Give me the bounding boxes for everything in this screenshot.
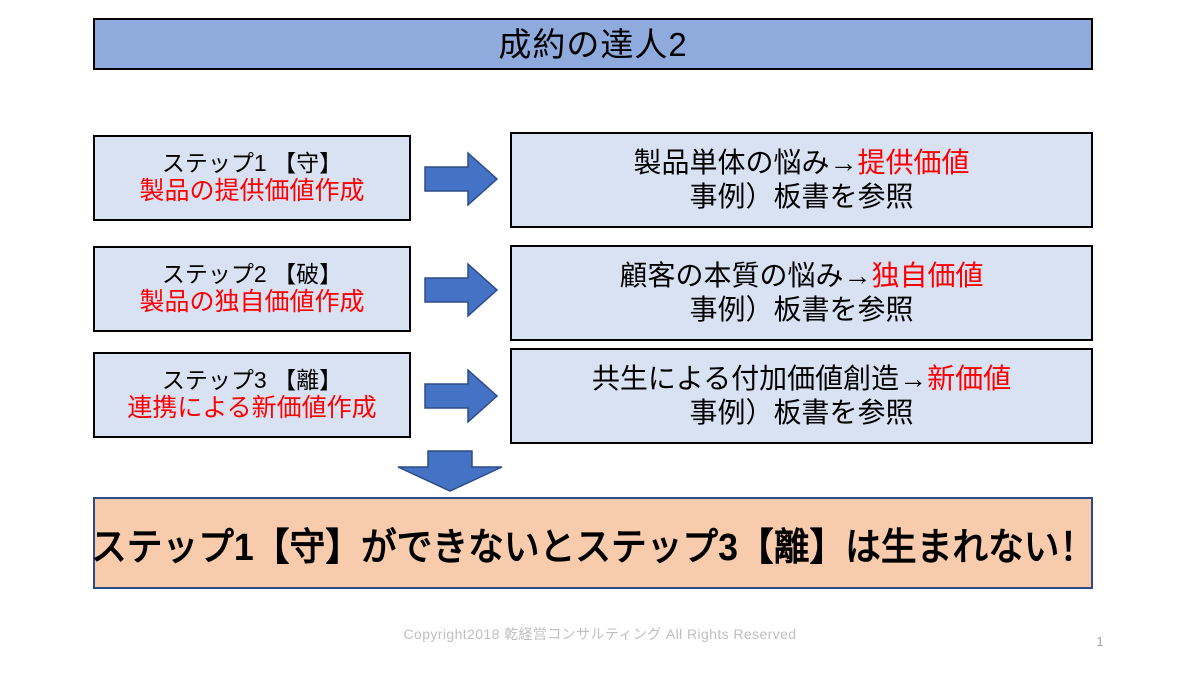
detail-1-line-1-black: 製品単体の悩み→ [633, 146, 858, 178]
footer-copyright: Copyright2018 乾経営コンサルティング All Rights Res… [403, 626, 797, 642]
arrow-right-icon [424, 262, 498, 318]
step-1-action: 製品の提供価値作成 [139, 176, 365, 205]
detail-3-line-1: 共生による付加価値創造→新価値 [592, 362, 1011, 396]
detail-3-line-2: 事例）板書を参照 [689, 397, 914, 428]
detail-box-1[interactable]: 製品単体の悩み→提供価値 事例）板書を参照 [510, 132, 1093, 228]
step-3-label: ステップ3 【離】 [161, 366, 343, 393]
step-2-label: ステップ2 【破】 [161, 260, 343, 287]
step-box-2[interactable]: ステップ2 【破】 製品の独自価値作成 [93, 246, 411, 332]
detail-2-line-2: 事例）板書を参照 [689, 294, 914, 325]
step-box-1[interactable]: ステップ1 【守】 製品の提供価値作成 [93, 135, 411, 221]
detail-3-line-1-highlight: 新価値 [927, 362, 1012, 394]
detail-3-line-1-black: 共生による付加価値創造→ [591, 362, 928, 394]
arrow-right-icon [424, 368, 498, 424]
step-box-3[interactable]: ステップ3 【離】 連携による新価値作成 [93, 352, 411, 438]
detail-1-line-1: 製品単体の悩み→提供価値 [633, 146, 969, 180]
step-1-label: ステップ1 【守】 [161, 149, 343, 176]
detail-box-2[interactable]: 顧客の本質の悩み→独自価値 事例）板書を参照 [510, 245, 1093, 341]
arrow-right-icon [424, 151, 498, 207]
detail-2-line-1-highlight: 独自価値 [871, 259, 984, 291]
detail-2-line-1: 顧客の本質の悩み→独自価値 [619, 259, 983, 293]
detail-2-line-1-black: 顧客の本質の悩み→ [619, 259, 872, 291]
conclusion-banner: ステップ1【守】ができないとステップ3【離】は生まれない！ [90, 497, 1096, 589]
detail-1-line-1-highlight: 提供価値 [857, 146, 970, 178]
step-2-action: 製品の独自価値作成 [139, 287, 365, 316]
detail-box-3[interactable]: 共生による付加価値創造→新価値 事例）板書を参照 [510, 348, 1093, 444]
arrow-down-icon [396, 450, 504, 492]
detail-1-line-2: 事例）板書を参照 [689, 181, 914, 212]
step-3-action: 連携による新価値作成 [127, 393, 377, 422]
slide-number: 1 [1096, 634, 1104, 649]
page-title: 成約の達人2 [498, 25, 688, 63]
conclusion-text: ステップ1【守】ができないとステップ3【離】は生まれない！ [90, 526, 1096, 569]
slide-title-bar: 成約の達人2 [93, 18, 1093, 70]
